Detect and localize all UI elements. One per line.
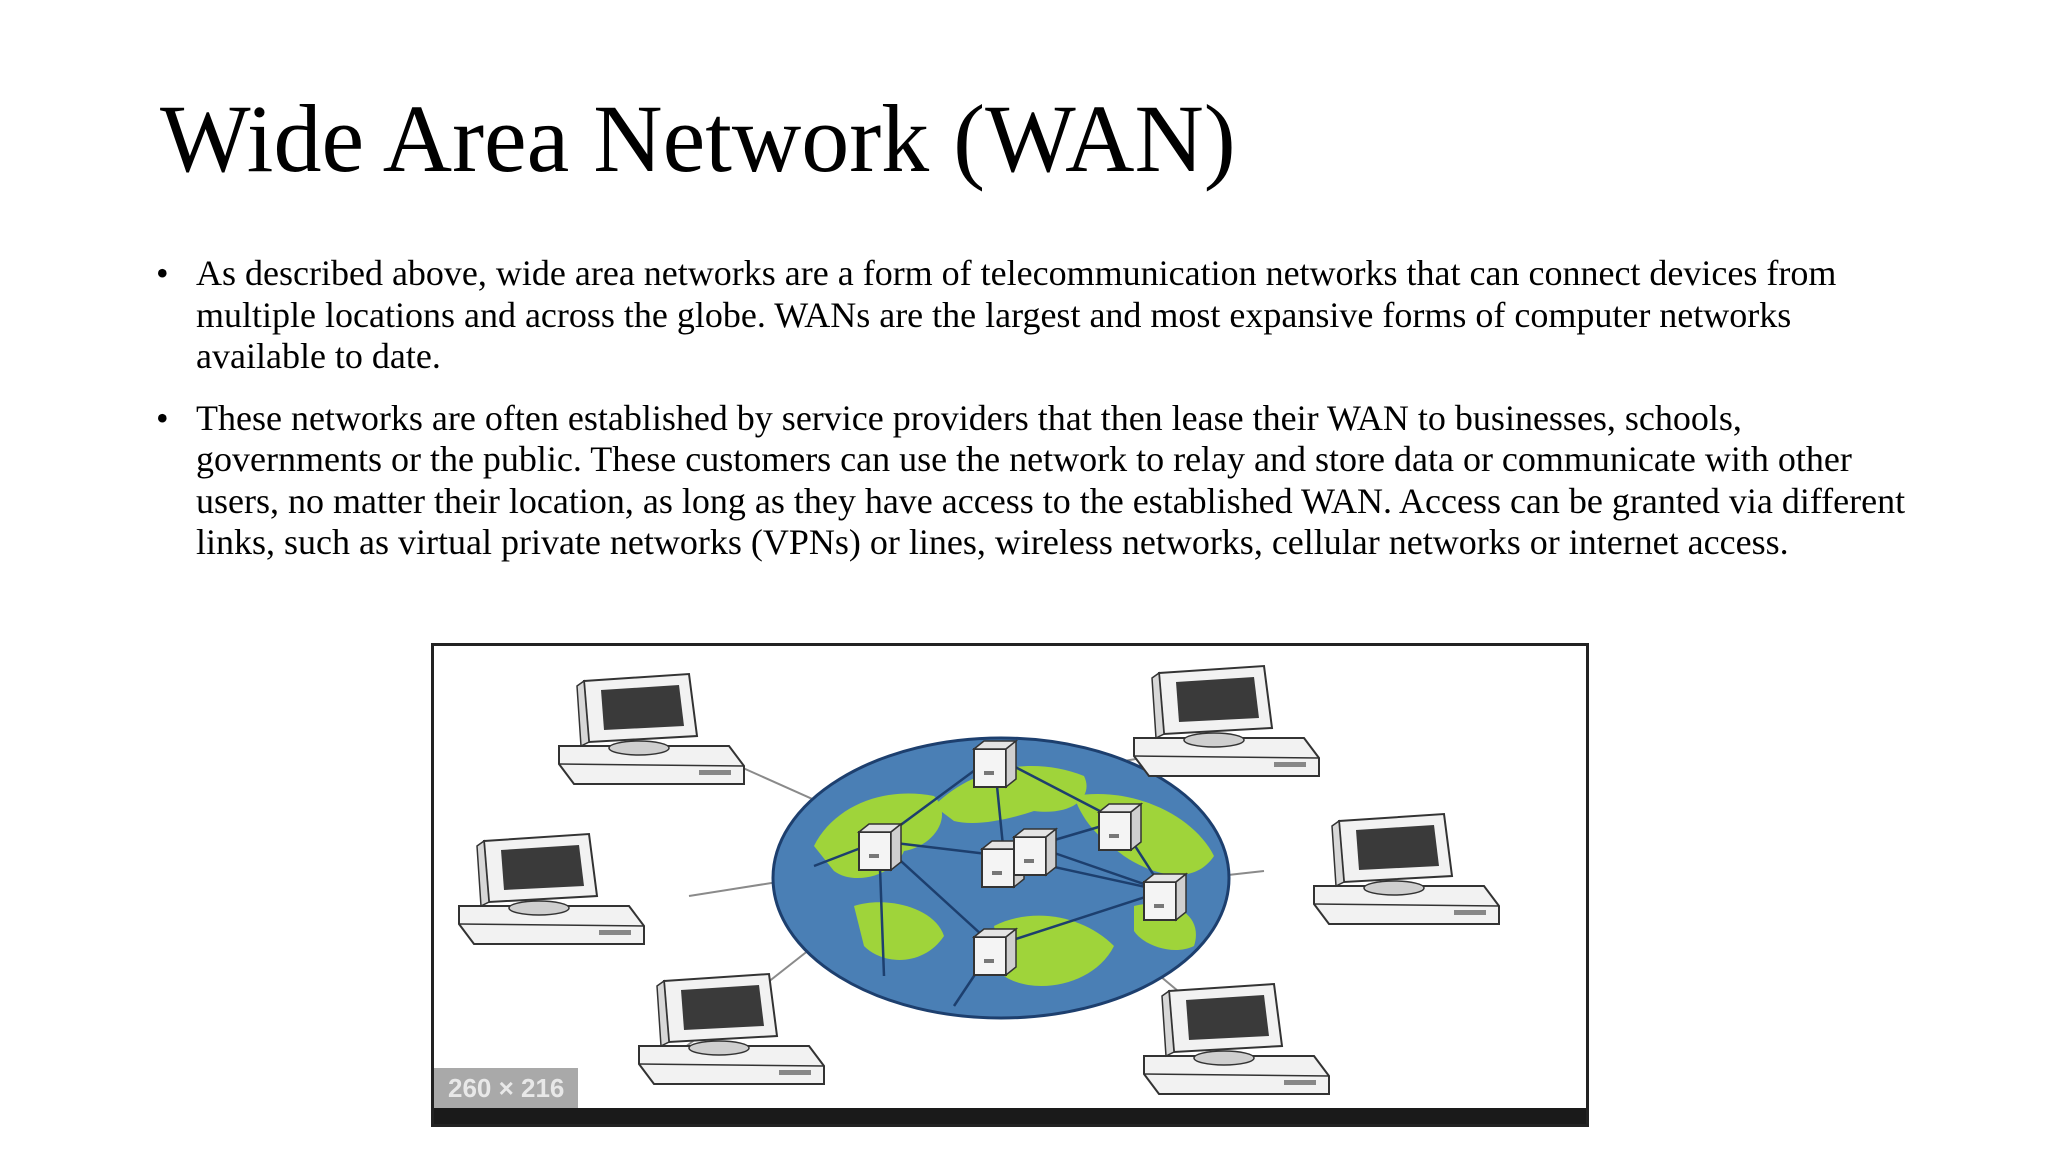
wan-diagram-svg [458,665,1500,1095]
wan-illustration: 260 × 216 [431,643,1589,1127]
bullet-text: As described above, wide area networks a… [196,253,1837,376]
image-size-badge: 260 × 216 [434,1068,579,1108]
slide-title: Wide Area Network (WAN) [160,85,1236,192]
figure-bottom-bar [434,1108,1586,1124]
bullet-text: These networks are often established by … [196,397,1906,563]
bullet-marker: • [156,253,169,293]
bullet-item: • These networks are often established b… [152,398,1912,564]
bullet-item: • As described above, wide area networks… [152,253,1912,378]
bullet-list: • As described above, wide area networks… [152,253,1912,584]
bullet-marker: • [156,397,169,438]
